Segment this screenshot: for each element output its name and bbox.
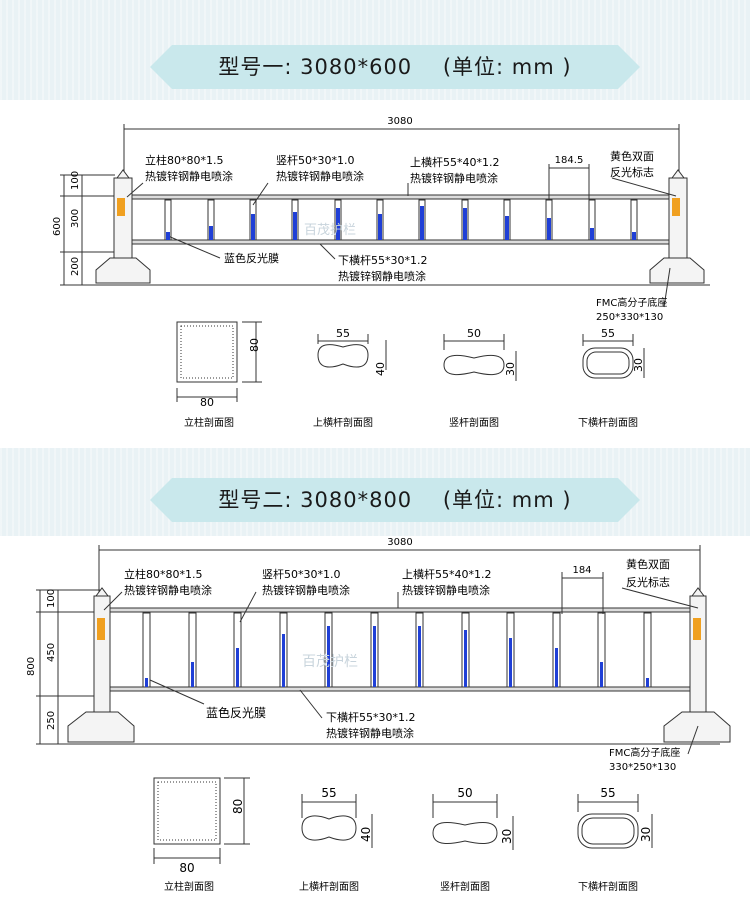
- spacing-dimension: 184: [572, 565, 591, 576]
- post-section-caption: 立柱剖面图: [164, 880, 214, 893]
- post-coating: 热镀锌钢静电喷涂: [124, 583, 212, 597]
- post-section-width: 80: [200, 396, 214, 409]
- post-section-caption: 立柱剖面图: [184, 416, 234, 429]
- post-section-width: 80: [179, 861, 194, 875]
- vertical-bar-section-height: 30: [500, 829, 514, 844]
- vertical-bar-label: 竖杆50*30*1.0: [262, 567, 341, 581]
- height-bottom: 200: [70, 257, 81, 276]
- bottom-rail-label: 下横杆55*30*1.2: [326, 710, 416, 724]
- vertical-bar-section-width: 50: [457, 786, 472, 800]
- blue-film-strips: [166, 206, 636, 240]
- bottom-rail-section-width: 55: [601, 327, 615, 340]
- model2-drawing: 3080 800 100 450 250 立柱80*80*1.5 热镀锌钢静电喷…: [26, 537, 731, 893]
- blue-film-label: 蓝色反光膜: [224, 251, 279, 265]
- cross-sections: [153, 777, 653, 864]
- top-rail-section-width: 55: [321, 786, 336, 800]
- bottom-rail-coating: 热镀锌钢静电喷涂: [326, 726, 414, 740]
- reflector-label-2: 反光标志: [610, 165, 654, 179]
- post-section-height: 80: [231, 799, 245, 814]
- height-total: 800: [26, 657, 37, 676]
- bottom-rail-coating: 热镀锌钢静电喷涂: [338, 269, 426, 283]
- base-size: 250*330*130: [596, 312, 663, 323]
- vertical-bar-section-caption: 竖杆剖面图: [449, 416, 499, 429]
- top-rail-label: 上横杆55*40*1.2: [410, 155, 500, 169]
- height-middle: 300: [70, 209, 81, 228]
- reflector-label: 黄色双面: [610, 149, 654, 163]
- spacing-dimension: 184.5: [555, 155, 584, 166]
- reflector-marks: [117, 198, 680, 216]
- height-top: 100: [70, 171, 81, 190]
- vertical-bar-label: 竖杆50*30*1.0: [276, 153, 355, 167]
- model1-title: 型号一: 3080*600 (单位: mm ): [218, 55, 572, 79]
- post-section-height: 80: [248, 338, 261, 352]
- blue-film-label: 蓝色反光膜: [206, 706, 266, 720]
- base-size: 330*250*130: [609, 762, 676, 773]
- bottom-rail-section-width: 55: [600, 786, 615, 800]
- bottom-rail-section-caption: 下横杆剖面图: [578, 880, 638, 893]
- vertical-bar-section-width: 50: [467, 327, 481, 340]
- bottom-rail-section-caption: 下横杆剖面图: [578, 416, 638, 429]
- top-rail-section-caption: 上横杆剖面图: [313, 416, 373, 429]
- vertical-bar-coating: 热镀锌钢静电喷涂: [262, 583, 350, 597]
- height-middle: 450: [46, 643, 57, 662]
- bottom-rail-section-height: 30: [632, 358, 645, 372]
- vertical-bar-section-height: 30: [504, 362, 517, 376]
- height-total: 600: [52, 217, 63, 236]
- model2-title-ribbon: 型号二: 3080*800 (单位: mm ): [150, 478, 640, 522]
- base-label: FMC高分子底座: [596, 296, 667, 309]
- model2-title: 型号二: 3080*800 (单位: mm ): [218, 488, 572, 512]
- vertical-bar-coating: 热镀锌钢静电喷涂: [276, 169, 364, 183]
- total-length: 3080: [387, 537, 412, 548]
- reflector-label: 黄色双面: [626, 557, 670, 571]
- top-rail-section-height: 40: [374, 362, 387, 376]
- watermark: 百茂护栏: [302, 653, 358, 670]
- ribbon-shape: [150, 478, 640, 522]
- post-coating: 热镀锌钢静电喷涂: [145, 169, 233, 183]
- reflector-marks: [97, 618, 701, 640]
- post-label: 立柱80*80*1.5: [145, 153, 224, 167]
- top-rail-section-width: 55: [336, 327, 350, 340]
- top-rail-label: 上横杆55*40*1.2: [402, 567, 492, 581]
- top-rail-section-caption: 上横杆剖面图: [299, 880, 359, 893]
- bottom-rail-label: 下横杆55*30*1.2: [338, 253, 428, 267]
- vertical-bar-section-caption: 竖杆剖面图: [440, 880, 490, 893]
- ribbon-shape: [150, 45, 640, 89]
- model1-header-band: 型号一: 3080*600 (单位: mm ): [0, 0, 750, 100]
- blue-film-strips: [145, 626, 649, 687]
- top-rail-coating: 热镀锌钢静电喷涂: [410, 171, 498, 185]
- post-label: 立柱80*80*1.5: [124, 567, 203, 581]
- height-bottom: 250: [46, 711, 57, 730]
- height-top: 100: [46, 589, 57, 608]
- cross-sections: [176, 321, 645, 402]
- base-label: FMC高分子底座: [609, 746, 680, 759]
- model1-drawing: 3080 600 100 300 200 立柱80*80*1.5 热镀锌钢静电喷…: [52, 116, 710, 429]
- top-rail-section-height: 40: [359, 827, 373, 842]
- total-length: 3080: [387, 116, 412, 127]
- bottom-rail-section-height: 30: [639, 827, 653, 842]
- watermark: 百茂护栏: [304, 223, 356, 238]
- top-rail-coating: 热镀锌钢静电喷涂: [402, 583, 490, 597]
- model2-header-band: 型号二: 3080*800 (单位: mm ): [0, 448, 750, 536]
- model1-title-ribbon: 型号一: 3080*600 (单位: mm ): [150, 45, 640, 89]
- reflector-label-2: 反光标志: [626, 575, 670, 589]
